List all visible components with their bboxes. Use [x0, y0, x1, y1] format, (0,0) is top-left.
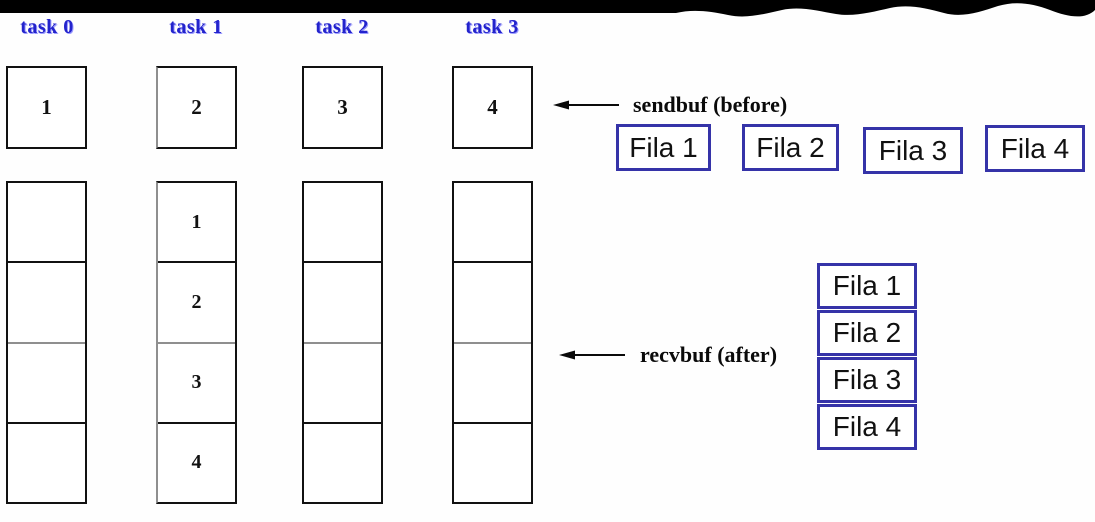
- recvbuf-cell: [8, 261, 85, 341]
- recvbuf-cell: [8, 183, 85, 261]
- recvbuf-cell: [304, 261, 381, 341]
- recvbuf-cell: [8, 341, 85, 422]
- sendbuf-box-task3: 4: [452, 66, 533, 149]
- recvbuf-cell: 1: [191, 210, 202, 233]
- recvbuf-cell: [8, 421, 85, 502]
- fila-1-box-row: Fila 1: [616, 124, 711, 171]
- task-1-label: task 1: [169, 16, 223, 38]
- fila-1-box-stack: Fila 1: [817, 263, 917, 309]
- recvbuf-column-task3: [452, 181, 533, 504]
- recvbuf-cell: [454, 261, 531, 341]
- left-arrow-icon: [559, 350, 625, 360]
- recvbuf-label: recvbuf (after): [640, 342, 778, 367]
- task-0-label: task 0: [20, 16, 74, 38]
- recvbuf-cell: 4: [158, 421, 235, 502]
- recvbuf-cell: [454, 341, 531, 422]
- torn-edge-decoration: [0, 0, 1095, 17]
- sendbuf-box-task0: 1: [6, 66, 87, 149]
- fila-2-box-row: Fila 2: [742, 124, 839, 171]
- fila-2-box-stack: Fila 2: [817, 310, 917, 356]
- recvbuf-cell: 3: [158, 341, 235, 422]
- recvbuf-column-task1: 1 2 3 4: [156, 181, 237, 504]
- sendbuf-label: sendbuf (before): [633, 92, 788, 117]
- left-arrow-icon: [553, 100, 619, 110]
- sendbuf-box-task1: 2: [156, 66, 237, 149]
- fila-3-box-row: Fila 3: [863, 127, 963, 174]
- recvbuf-cell: [304, 421, 381, 502]
- recvbuf-cell: 2: [158, 261, 235, 341]
- fila-4-box-row: Fila 4: [985, 125, 1085, 172]
- fila-4-box-stack: Fila 4: [817, 404, 917, 450]
- recvbuf-cell: [304, 183, 381, 261]
- recvbuf-cell: [454, 183, 531, 261]
- sendbuf-box-task2: 3: [302, 66, 383, 149]
- task-2-label: task 2: [315, 16, 369, 38]
- fila-3-box-stack: Fila 3: [817, 357, 917, 403]
- recvbuf-cell: [454, 421, 531, 502]
- recvbuf-cell: [304, 341, 381, 422]
- fila-stack: Fila 1 Fila 2 Fila 3 Fila 4: [817, 263, 917, 450]
- task-3-label: task 3: [465, 16, 519, 38]
- recvbuf-column-task0: [6, 181, 87, 504]
- recvbuf-column-task2: [302, 181, 383, 504]
